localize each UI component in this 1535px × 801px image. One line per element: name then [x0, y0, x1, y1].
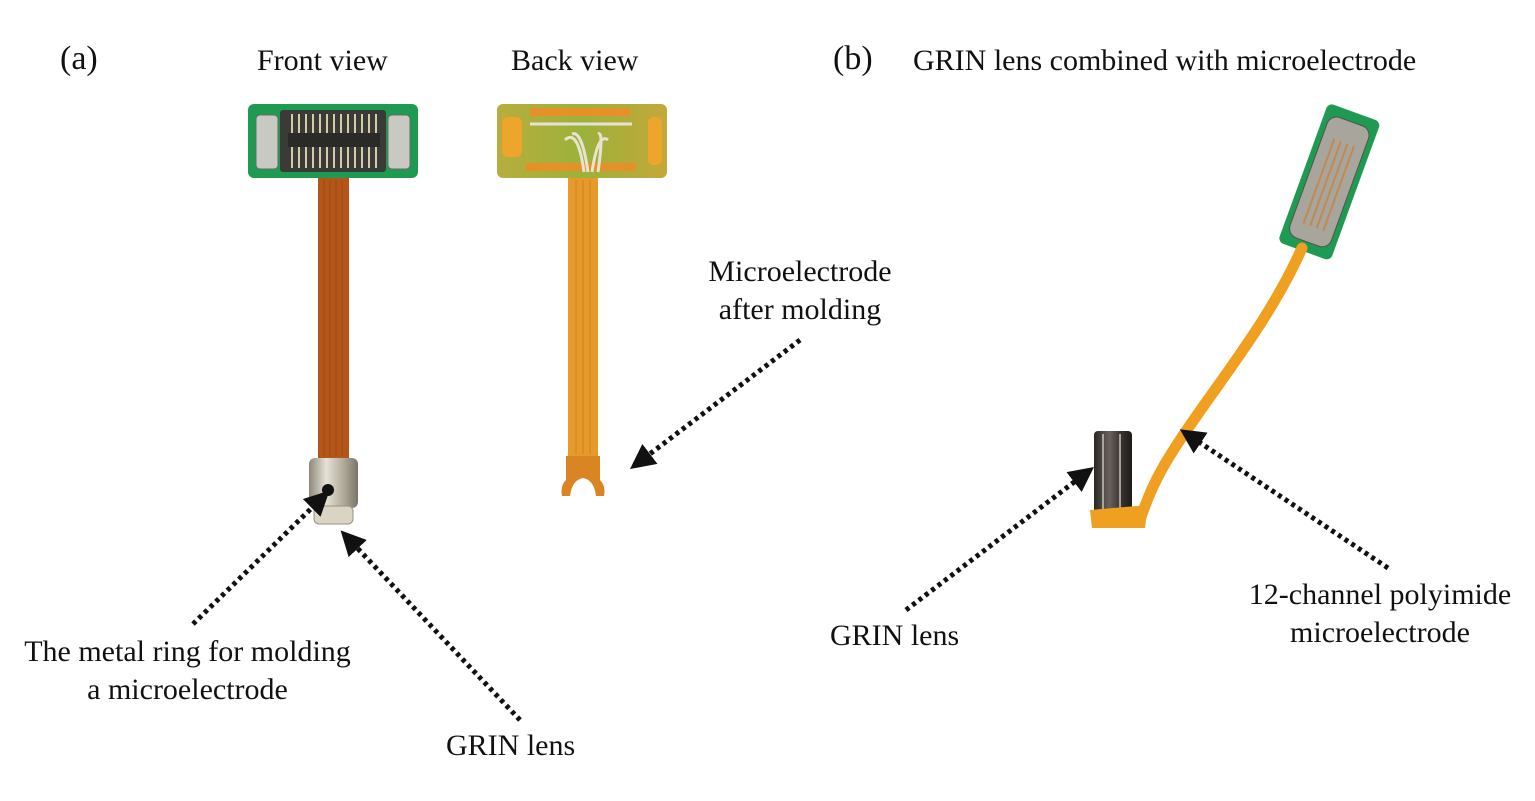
- metal-ring-label-line1: The metal ring for molding: [24, 635, 351, 668]
- metal-ring-label-line2: a microelectrode: [87, 672, 288, 706]
- grin-lens-label-b: GRIN lens: [830, 619, 960, 652]
- combined-polyimide-stem: [1134, 242, 1308, 526]
- front-polyimide-stem: [318, 178, 349, 458]
- front-connector-tab-right: [387, 114, 411, 170]
- front-grin-lens-tip: [313, 505, 354, 525]
- grin-lens-label-a: GRIN lens: [446, 729, 576, 762]
- after-molding-label-line2: after molding: [718, 292, 882, 326]
- polyimide-label: 12-channel polyimide microelectrode: [1225, 576, 1535, 651]
- panel-b-title: GRIN lens combined with microelectrode: [913, 44, 1417, 77]
- back-view-title: Back view: [511, 44, 639, 77]
- polyimide-label-line2: microelectrode: [1290, 615, 1470, 649]
- arrow-after-molding: [630, 338, 802, 470]
- combined-device: [1090, 104, 1380, 528]
- front-connector-tab-left: [255, 114, 279, 170]
- after-molding-label-line1: Microelectrode: [708, 255, 892, 288]
- metal-ring-label: The metal ring for molding a microelectr…: [0, 633, 375, 708]
- back-pad-right: [648, 117, 662, 165]
- arrow-polyimide: [1179, 429, 1390, 571]
- combined-grin-lens: [1094, 431, 1132, 517]
- combined-lens-base: [1090, 505, 1148, 528]
- arrow-metal-ring: [191, 490, 330, 626]
- metal-ring: [309, 458, 358, 508]
- microelectrode-after-molding-label: Microelectrode after molding: [690, 253, 910, 328]
- back-view-device: [497, 104, 667, 496]
- front-view-title: Front view: [257, 44, 388, 77]
- combined-connector: [1279, 104, 1380, 260]
- front-connector-pins: [288, 114, 380, 168]
- front-view-device: [248, 104, 418, 525]
- back-pad-left: [502, 117, 522, 157]
- polyimide-label-line1: 12-channel polyimide: [1248, 578, 1512, 611]
- arrow-grin-lens-a: [340, 530, 522, 722]
- molded-microelectrode-end: [561, 456, 605, 496]
- panel-b-tag: (b): [833, 40, 873, 77]
- panel-a-tag: (a): [60, 40, 98, 77]
- arrow-grin-lens-b: [904, 466, 1094, 612]
